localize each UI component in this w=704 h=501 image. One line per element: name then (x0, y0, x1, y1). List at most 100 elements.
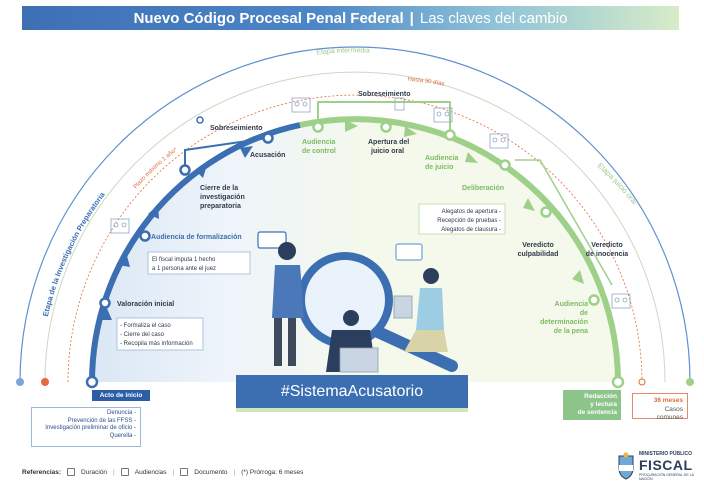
audiencias-icon (120, 468, 129, 476)
plazo-arc (67, 94, 643, 383)
logo-line-3: PROCURACIÓN GENERAL DE LA NACIÓN (639, 473, 694, 481)
logo-line-2: FISCAL (639, 457, 693, 473)
acto-item: Prevención de las FFSS - (67, 417, 136, 424)
redaccion-line: y lectura (590, 401, 617, 408)
node-deliberacion (499, 159, 511, 171)
path-nodes (85, 116, 625, 389)
legend-separator: | (172, 468, 175, 476)
redaccion-line: Redacción (584, 393, 617, 400)
label-hasta-30: Hasta 30 días (407, 77, 445, 88)
legend-duracion: Duración (81, 468, 108, 476)
legend-separator: | (233, 468, 236, 476)
label-valoracion-item-3: - Recopila más información (120, 341, 193, 347)
duration-box: 36 meses Casos comunes (632, 393, 688, 421)
label-valoracion-item-1: - Formaliza el caso (120, 323, 171, 329)
hashtag-banner: #SistemaAcusatorio (236, 375, 468, 412)
label-cierre-1: Cierre de la (200, 185, 238, 192)
label-audiencia-control-1: Audiencia (302, 139, 336, 146)
label-apertura-1: Apertura del (368, 139, 409, 146)
audiencias-icon (291, 97, 311, 113)
alegatos-box (418, 203, 506, 235)
label-audiencia-control-2: de control (302, 148, 336, 155)
node-redaccion (611, 375, 625, 389)
label-valoracion: Valoración inicial (117, 301, 174, 308)
audiencias-icon (433, 107, 453, 123)
legend-title: Referencias: (22, 468, 62, 476)
label-alegatos-3: Alegatos de clausura - (441, 227, 501, 233)
duration-icon (67, 468, 76, 476)
label-fiscal-imputa-2: a 1 persona ante el juez (152, 266, 216, 272)
label-valoracion-item-2: - Cierre del caso (120, 332, 165, 338)
node-veredicto (540, 206, 552, 218)
path-arrows-blue (100, 146, 253, 320)
branch-veredicto (515, 159, 613, 286)
marker-outer-left (16, 378, 24, 386)
path-arrows-green (345, 120, 584, 284)
node-control (312, 121, 324, 133)
chat-bubble-icon (395, 243, 423, 261)
acto-de-inicio-label: Acto de inicio (92, 390, 150, 401)
label-pena-2: de (580, 310, 588, 317)
label-pena-4: de la pena (554, 328, 588, 335)
label-audiencia-formalizacion: Audiencia de formalización (151, 234, 242, 241)
branch-sobreseimiento-top (317, 101, 451, 130)
node-formalizacion (139, 230, 151, 242)
acto-de-inicio-box: Denuncia - Prevención de las FFSS - Inve… (31, 407, 141, 447)
label-sobreseimiento-left: Sobreseimiento (210, 125, 263, 132)
audiencias-icon (611, 293, 631, 309)
legend-documento: Documento (194, 468, 228, 476)
shield-icon (618, 452, 634, 480)
node-valoracion (99, 297, 111, 309)
redaccion-line: de sentencia (577, 409, 617, 416)
label-veredicto-culp-2: culpabilidad (518, 251, 559, 258)
node-sobreseimiento-left (196, 116, 204, 124)
ministerio-publico-fiscal-logo: MINISTERIO PÚBLICO FISCAL PROCURACIÓN GE… (617, 450, 697, 482)
people-magnifier-illustration (257, 231, 458, 373)
label-alegatos-1: Alegatos de apertura - (442, 209, 501, 215)
valoracion-box (116, 317, 204, 351)
document-icon (394, 97, 405, 111)
document-icon (180, 468, 189, 476)
label-cierre-2: investigación (200, 194, 245, 201)
duration-label: Casos comunes (656, 405, 683, 422)
audiencias-icon (110, 218, 130, 234)
legend: Referencias: Duración | Audiencias | Doc… (22, 466, 303, 478)
acto-item: Querella - (109, 432, 136, 439)
title-banner: Nuevo Código Procesal Penal Federal | La… (22, 6, 679, 30)
logo-line-1: MINISTERIO PÚBLICO (639, 451, 693, 457)
label-deliberacion: Deliberación (462, 185, 504, 192)
node-acto (85, 375, 99, 389)
label-veredicto-inoc-1: Veredicto (591, 242, 623, 249)
title-separator: | (409, 9, 414, 27)
chat-bubble-icon (257, 231, 287, 249)
node-cierre (179, 164, 191, 176)
label-pena-1: Audiencia (555, 301, 589, 308)
main-path-green (299, 116, 621, 383)
label-plazo-maximo: Plazo máximo 1 año* (133, 147, 179, 191)
label-apertura-2: juicio oral (370, 148, 404, 155)
audiencias-icon (489, 133, 509, 149)
label-sobreseimiento-top: Sobreseimiento (358, 91, 411, 98)
page-subtitle: Las claves del cambio (419, 9, 568, 27)
fiscal-imputa-box (147, 251, 251, 275)
legend-prorroga: (*) Prórroga: 6 meses (241, 468, 304, 476)
label-etapa-intermedia: Etapa intermedia (316, 47, 370, 56)
page-title: Nuevo Código Procesal Penal Federal (133, 9, 404, 27)
label-acusacion: Acusación (250, 152, 285, 159)
redaccion-sentencia-box: Redacción y lectura de sentencia (563, 390, 621, 420)
legend-separator: | (113, 468, 115, 476)
marker-orange-right (638, 378, 646, 386)
audience-icons (110, 97, 631, 309)
acto-item: Investigación preliminar de oficio - (45, 425, 136, 431)
label-audiencia-juicio-2: de juicio (425, 164, 453, 171)
node-acusacion (262, 132, 274, 144)
label-veredicto-culp-1: Veredicto (522, 242, 554, 249)
label-veredicto-inoc-2: de inocencia (586, 251, 629, 258)
marker-outer-right (686, 378, 694, 386)
outer-arc (19, 46, 691, 383)
legend-audiencias: Audiencias (134, 468, 167, 476)
node-juicio (444, 129, 456, 141)
label-cierre-3: preparatoria (200, 203, 241, 210)
node-apertura (380, 121, 392, 133)
label-pena-3: determinación (540, 319, 588, 326)
